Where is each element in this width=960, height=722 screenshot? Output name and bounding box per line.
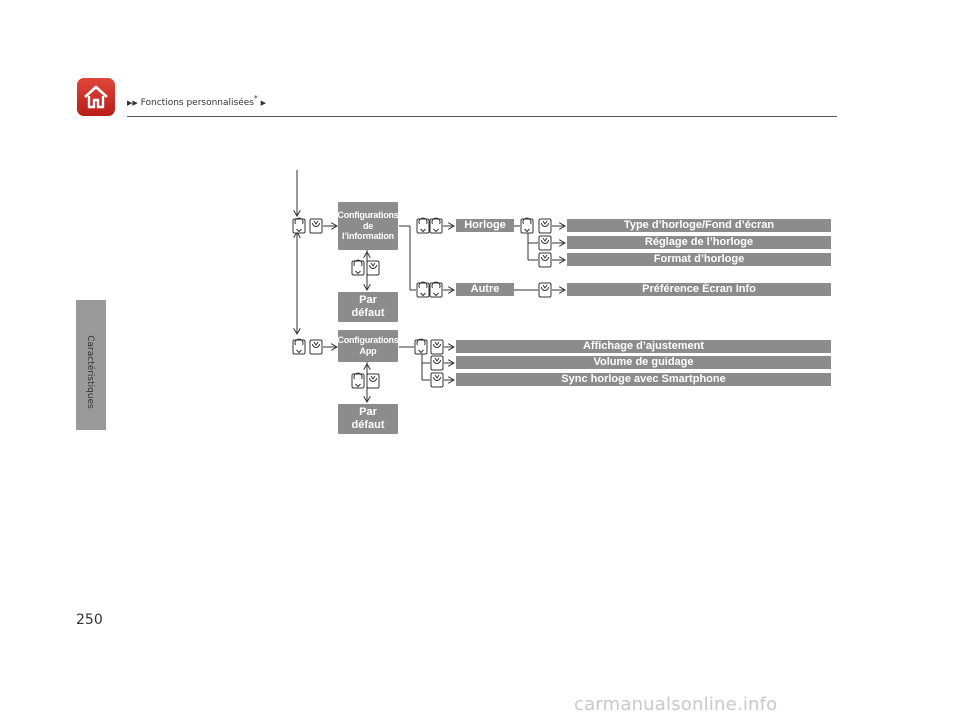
watermark: carmanualsonline.info bbox=[574, 694, 778, 715]
app-item-sync[interactable]: Sync horloge avec Smartphone bbox=[456, 373, 831, 386]
page-number: 250 bbox=[76, 612, 103, 628]
section-tab bbox=[76, 300, 106, 430]
default-1-line1: Par bbox=[359, 293, 377, 306]
clock-item-setting[interactable]: Réglage de l’horloge bbox=[567, 236, 831, 249]
default-2-line2: défaut bbox=[351, 419, 385, 431]
default-node-2[interactable]: Par défaut bbox=[338, 404, 398, 434]
default-2-line1: Par bbox=[359, 405, 377, 418]
clock-item-type[interactable]: Type d’horloge/Fond d’écran bbox=[567, 219, 831, 232]
home-icon[interactable] bbox=[77, 78, 115, 116]
other-item-screen-info[interactable]: Préférence Écran Info bbox=[567, 283, 831, 296]
info-config-line1: Configurations bbox=[337, 209, 399, 220]
knob-rotate-icon bbox=[292, 217, 306, 234]
info-config-line3: l’information bbox=[342, 231, 394, 242]
breadcrumb[interactable]: ▶▶ Fonctions personnalisées* ▶ bbox=[127, 94, 266, 108]
breadcrumb-arrow-icon: ▶▶ bbox=[127, 99, 138, 107]
app-config-line2: App bbox=[359, 346, 377, 356]
house-icon bbox=[84, 85, 108, 109]
clock-item-format[interactable]: Format d’horloge bbox=[567, 253, 831, 266]
breadcrumb-next-icon: ▶ bbox=[260, 99, 266, 107]
breadcrumb-label: Fonctions personnalisées bbox=[140, 98, 254, 108]
other-node[interactable]: Autre bbox=[456, 283, 514, 296]
app-config-node[interactable]: Configurations App bbox=[337, 330, 399, 362]
app-config-line1: Configurations bbox=[337, 335, 399, 346]
breadcrumb-marker: * bbox=[253, 94, 258, 103]
app-item-adjust[interactable]: Affichage d’ajustement bbox=[456, 340, 831, 353]
info-config-line2: de bbox=[362, 220, 374, 231]
header-divider bbox=[127, 116, 837, 117]
default-node-1[interactable]: Par défaut bbox=[338, 292, 398, 322]
app-item-guidance[interactable]: Volume de guidage bbox=[456, 356, 831, 369]
clock-node[interactable]: Horloge bbox=[456, 219, 514, 232]
default-1-line2: défaut bbox=[351, 307, 385, 319]
info-config-node[interactable]: Configurations de l’information bbox=[337, 202, 399, 250]
